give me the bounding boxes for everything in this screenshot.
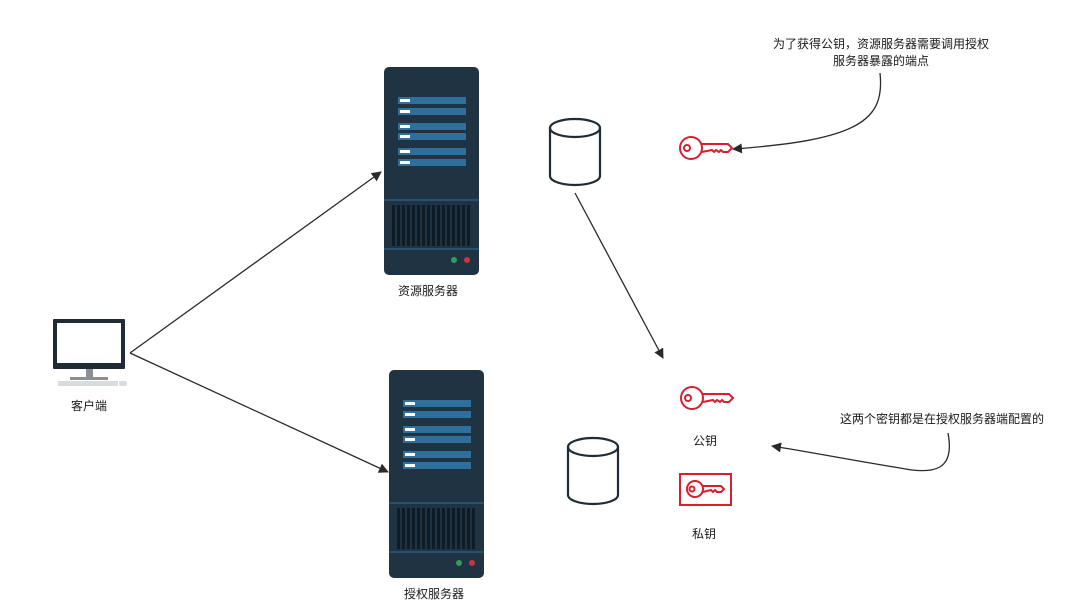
desktop-computer-icon[interactable] (53, 319, 127, 386)
note-top-line2: 服务器暴露的端点 (832, 54, 929, 68)
note-right: 这两个密钥都是在授权服务器端配置的 (840, 412, 1045, 426)
note-top: 为了获得公钥，资源服务器需要调用授权 服务器暴露的端点 (758, 36, 1004, 70)
client-label: 客户端 (71, 399, 108, 413)
resource-server-label: 资源服务器 (398, 284, 459, 298)
public-key-icon[interactable] (680, 386, 735, 410)
resource-server-icon[interactable] (384, 67, 479, 275)
edge-client-to-resource-server (129, 171, 382, 354)
auth-server-label: 授权服务器 (404, 587, 465, 601)
auth-server-icon[interactable] (389, 370, 484, 578)
private-key-label: 私钥 (692, 527, 717, 541)
public-key-label: 公钥 (693, 434, 718, 448)
database-icon[interactable] (548, 117, 602, 187)
key-icon (679, 136, 734, 160)
note-top-line1: 为了获得公钥，资源服务器需要调用授权 (772, 37, 989, 51)
edge-db-to-keys (574, 192, 664, 359)
database-icon[interactable] (566, 436, 620, 506)
edge-note-to-keys (771, 432, 950, 472)
edge-client-to-auth-server (129, 352, 389, 473)
private-key-icon[interactable] (679, 473, 732, 506)
edge-note-to-public-key (732, 72, 882, 154)
